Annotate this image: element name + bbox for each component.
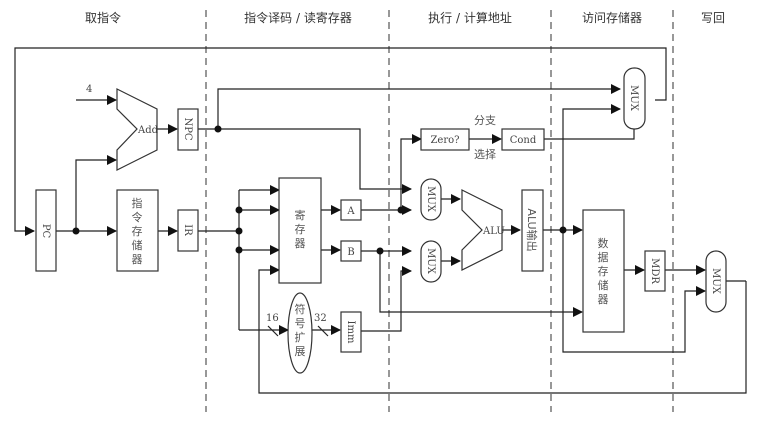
- ir-register: [177, 209, 199, 252]
- pc-label: PC: [40, 224, 51, 239]
- svg-text:号: 号: [295, 317, 306, 330]
- data-memory: [582, 209, 625, 333]
- zero-test: [420, 128, 470, 151]
- alu-output-label: ALU输出: [525, 208, 539, 251]
- register-file: [278, 177, 322, 284]
- stage-label-if: 取指令: [85, 10, 121, 25]
- wire-npc-to-mux-pc: [217, 84, 621, 129]
- mux-alu-a: [420, 178, 442, 221]
- cond-label: Cond: [510, 135, 537, 146]
- imm-label: Imm: [345, 321, 356, 344]
- bus-width-32: 32: [314, 313, 327, 324]
- ir-label: IR: [182, 224, 193, 236]
- sign-extend-unit: [287, 292, 313, 374]
- wire-writeback: [258, 265, 747, 394]
- wire-next-pc: [14, 47, 667, 236]
- register-file-label: 寄 存 器: [295, 208, 306, 250]
- svg-text:储: 储: [132, 238, 143, 252]
- wire-npc-to-mux-a: [198, 128, 412, 194]
- stage-label-ex: 执行 / 计算地址: [428, 10, 512, 25]
- alu: [461, 189, 503, 271]
- instruction-memory-label: 指 令 存 储 器: [132, 196, 143, 266]
- svg-text:符: 符: [295, 303, 306, 316]
- mux-pc-label: MUX: [628, 85, 639, 112]
- wire-imm-to-mux-b: [361, 266, 412, 332]
- svg-text:扩: 扩: [295, 330, 306, 344]
- zero-test-label: Zero?: [430, 135, 459, 146]
- alu-label: ALU: [482, 226, 505, 237]
- wire-aluout-to-mux-wb: [562, 230, 706, 353]
- branch-label: 分支: [474, 114, 496, 127]
- sign-extend-label: 符 号 扩 展: [295, 303, 306, 358]
- mux-pc: [623, 67, 646, 130]
- reg-b: [340, 240, 362, 262]
- constant-4: 4: [86, 84, 92, 95]
- mux-alu-b: [420, 240, 442, 283]
- mux-alu-b-label: MUX: [425, 248, 436, 275]
- mux-writeback: [705, 250, 727, 313]
- alu-output-register: [521, 189, 544, 272]
- wire-cond-to-mux-pc: [544, 128, 635, 140]
- svg-text:展: 展: [295, 345, 306, 358]
- svg-text:存: 存: [132, 224, 143, 238]
- adder: [116, 88, 158, 171]
- svg-text:据: 据: [598, 250, 609, 264]
- mux-alu-a-label: MUX: [425, 186, 436, 213]
- instruction-memory: [116, 189, 159, 272]
- pc-register: [35, 189, 57, 272]
- mdr-label: MDR: [649, 258, 660, 284]
- cond-register: [501, 128, 545, 151]
- wire-aluout-to-mux-pc: [562, 104, 621, 230]
- svg-text:器: 器: [598, 293, 609, 306]
- svg-text:器: 器: [295, 237, 306, 250]
- imm-register: [340, 311, 362, 353]
- bus-width-tick: [267, 325, 279, 337]
- svg-text:寄: 寄: [295, 208, 306, 222]
- svg-text:数: 数: [598, 237, 609, 250]
- svg-text:指: 指: [132, 196, 143, 210]
- svg-text:器: 器: [132, 253, 143, 266]
- adder-label: Add: [137, 125, 159, 136]
- branch-select-label: 选择: [474, 147, 496, 161]
- mdr-register: [644, 250, 666, 292]
- stage-label-id: 指令译码 / 读寄存器: [244, 10, 352, 25]
- wire-b-to-dmem: [379, 251, 583, 317]
- junction-dots: [72, 125, 567, 255]
- svg-text:存: 存: [598, 264, 609, 278]
- svg-text:储: 储: [598, 278, 609, 292]
- stage-label-wb: 写回: [701, 11, 725, 25]
- reg-a-label: A: [346, 206, 355, 217]
- npc-register: [177, 108, 199, 151]
- stage-label-mem: 访问存储器: [582, 10, 642, 25]
- npc-label: NPC: [182, 117, 193, 140]
- bus-width-tick: [317, 325, 329, 337]
- reg-b-label: B: [347, 247, 354, 258]
- reg-a: [340, 199, 362, 221]
- mux-writeback-label: MUX: [710, 268, 721, 295]
- svg-text:令: 令: [132, 210, 143, 224]
- wire-a-to-zero: [400, 134, 422, 210]
- data-memory-label: 数 据 存 储 器: [598, 237, 609, 306]
- svg-text:存: 存: [295, 222, 306, 236]
- wire-pc-to-adder: [75, 155, 117, 231]
- bus-width-16: 16: [266, 313, 279, 324]
